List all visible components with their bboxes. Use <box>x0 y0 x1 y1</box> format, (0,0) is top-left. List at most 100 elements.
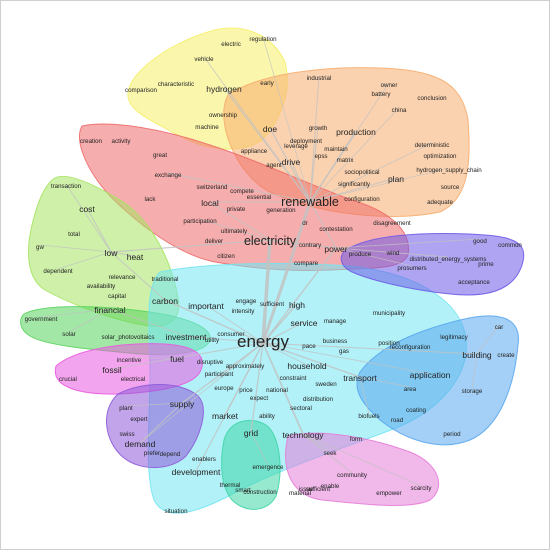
word-ultimately: ultimately <box>221 228 248 235</box>
network-edge <box>309 125 319 203</box>
network-edge <box>110 251 166 301</box>
network-edge <box>302 433 331 452</box>
word-battery: battery <box>372 91 392 98</box>
network-edge <box>262 342 431 375</box>
word-situation: situation <box>164 508 188 515</box>
word-price: price <box>239 387 253 394</box>
word-machine: machine <box>195 124 219 131</box>
word-plan: plan <box>388 174 404 184</box>
word-leverage: leverage <box>284 143 308 150</box>
word-prime: prime <box>478 261 494 268</box>
word-scarcity: scarcity <box>411 485 433 492</box>
word-financial: financial <box>94 305 125 315</box>
word-application: application <box>410 370 451 380</box>
network-edge <box>110 239 271 253</box>
network-edge <box>302 433 422 487</box>
word-demand: demand <box>125 439 156 449</box>
cluster-hull-blue <box>356 315 519 446</box>
word-significantly: significantly <box>338 181 371 188</box>
word-investment: investment <box>165 332 207 342</box>
word-construction: construction <box>243 489 277 496</box>
word-sufficient-2: sufficient <box>306 486 331 493</box>
word-solar-photovoltaics: solar_photovoltaics <box>102 334 155 341</box>
word-switzerland: switzerland <box>197 184 229 191</box>
network-edge <box>309 82 390 203</box>
word-matrix: matrix <box>337 157 355 164</box>
word-constraint: constraint <box>280 375 307 382</box>
word-lack: lack <box>144 196 156 203</box>
word-service: service <box>291 318 318 328</box>
word-legitimacy: legitimacy <box>440 334 468 341</box>
network-edge <box>262 247 337 344</box>
word-pace: pace <box>302 343 316 350</box>
word-national: national <box>266 387 288 394</box>
network-edge <box>309 75 320 203</box>
word-car: car <box>495 324 504 331</box>
network-edge <box>195 342 264 472</box>
network-edge <box>125 402 183 407</box>
word-participant: participant <box>205 371 234 378</box>
word-participation: participation <box>183 218 217 225</box>
word-epss: epss <box>314 153 327 160</box>
word-issue: issue <box>299 486 314 493</box>
word-essential: essential <box>247 194 271 201</box>
network-edge <box>164 299 264 344</box>
network-edge <box>309 142 433 203</box>
network-edge <box>471 353 478 390</box>
word-supply: supply <box>170 399 195 409</box>
word-good: good <box>473 238 487 245</box>
network-edge <box>111 357 178 370</box>
word-sociopolitical: sociopolitical <box>344 169 379 176</box>
network-edge <box>199 218 271 241</box>
word-form: form <box>350 436 362 443</box>
word-gas: gas <box>339 348 349 355</box>
word-manage: manage <box>324 318 347 325</box>
network-edge <box>476 324 500 355</box>
network-edge <box>262 321 305 344</box>
word-generation: generation <box>266 207 296 214</box>
word-business: business <box>323 338 347 345</box>
word-prosumers: prosumers <box>397 265 426 272</box>
word-power: power <box>324 244 347 254</box>
word-emergence: emergence <box>253 464 285 471</box>
word-contrary: contrary <box>299 242 322 249</box>
network-edge <box>262 36 311 203</box>
word-swiss: swiss <box>119 431 134 438</box>
network-edge <box>309 177 397 203</box>
word-low: low <box>105 248 119 258</box>
network-edge <box>309 167 450 203</box>
word-seek: seek <box>323 450 337 457</box>
network-edge <box>181 342 264 404</box>
word-fuel: fuel <box>170 354 184 364</box>
word-dependent: dependent <box>43 268 73 275</box>
word-crucial: crucial <box>59 376 77 383</box>
word-building: building <box>462 350 492 360</box>
word-labels: energy electricity renewable technology … <box>25 36 523 515</box>
word-enable: enable <box>321 483 340 490</box>
network-edge <box>261 201 312 344</box>
word-appliance: appliance <box>241 148 268 155</box>
word-source: source <box>441 184 460 191</box>
word-high: high <box>289 300 305 310</box>
word-wind: wind <box>386 250 400 257</box>
word-household: household <box>287 361 327 371</box>
word-production: production <box>336 127 376 137</box>
word-government: government <box>25 316 58 323</box>
network-edge <box>302 433 353 474</box>
word-conclusion: conclusion <box>417 95 447 102</box>
word-cost: cost <box>79 204 95 214</box>
cluster-hull-magenta <box>54 343 203 395</box>
network-edge <box>40 308 111 318</box>
word-expert: expert <box>130 416 147 423</box>
word-compare: compare <box>294 260 319 267</box>
word-solar: solar <box>62 331 75 338</box>
word-engage: engage <box>236 298 257 305</box>
word-area: area <box>404 386 417 393</box>
word-sufficient: sufficient <box>260 301 285 308</box>
network-edge <box>203 56 311 203</box>
word-early: early <box>260 80 274 87</box>
word-china: china <box>392 107 407 114</box>
word-activity: activity <box>112 138 132 145</box>
word-period: period <box>443 431 461 438</box>
